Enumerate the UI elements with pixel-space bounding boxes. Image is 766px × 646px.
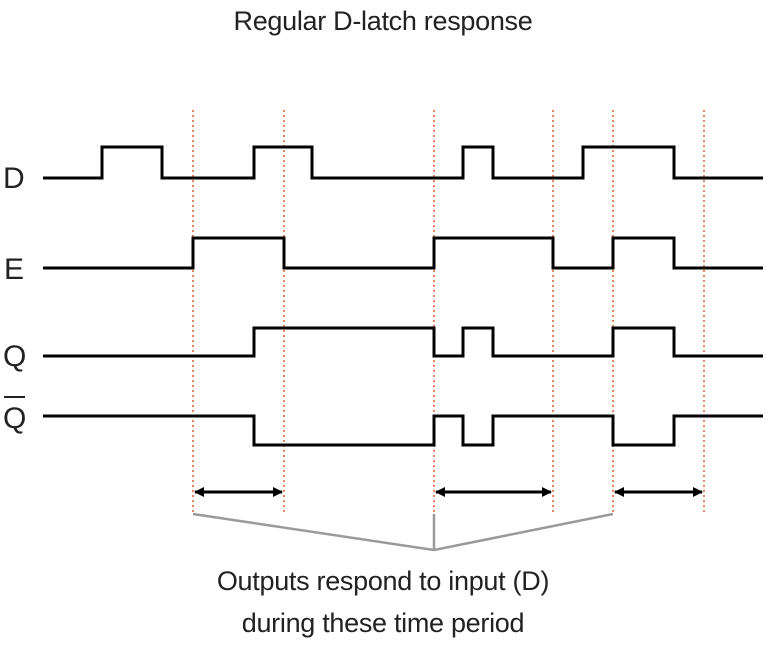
bracket-line — [433, 512, 614, 552]
waveform-q — [43, 326, 763, 358]
signal-label-qbar: Q — [3, 402, 26, 435]
time-markers — [192, 110, 705, 514]
bracket-line — [192, 512, 435, 552]
signal-label-e: E — [4, 253, 24, 286]
waveform-qbar — [43, 414, 763, 447]
signal-label-q: Q — [3, 340, 26, 373]
caption-line-2: during these time period — [241, 608, 525, 638]
waveform-e — [43, 236, 763, 270]
signal-waveforms — [43, 145, 763, 447]
diagram-title: Regular D-latch response — [233, 6, 533, 36]
signal-label-d: D — [3, 162, 25, 195]
caption-bracket — [192, 512, 614, 552]
caption-line-1: Outputs respond to input (D) — [216, 566, 550, 596]
waveform-d — [43, 145, 763, 180]
signal-labels: D E Q Q — [3, 162, 26, 435]
